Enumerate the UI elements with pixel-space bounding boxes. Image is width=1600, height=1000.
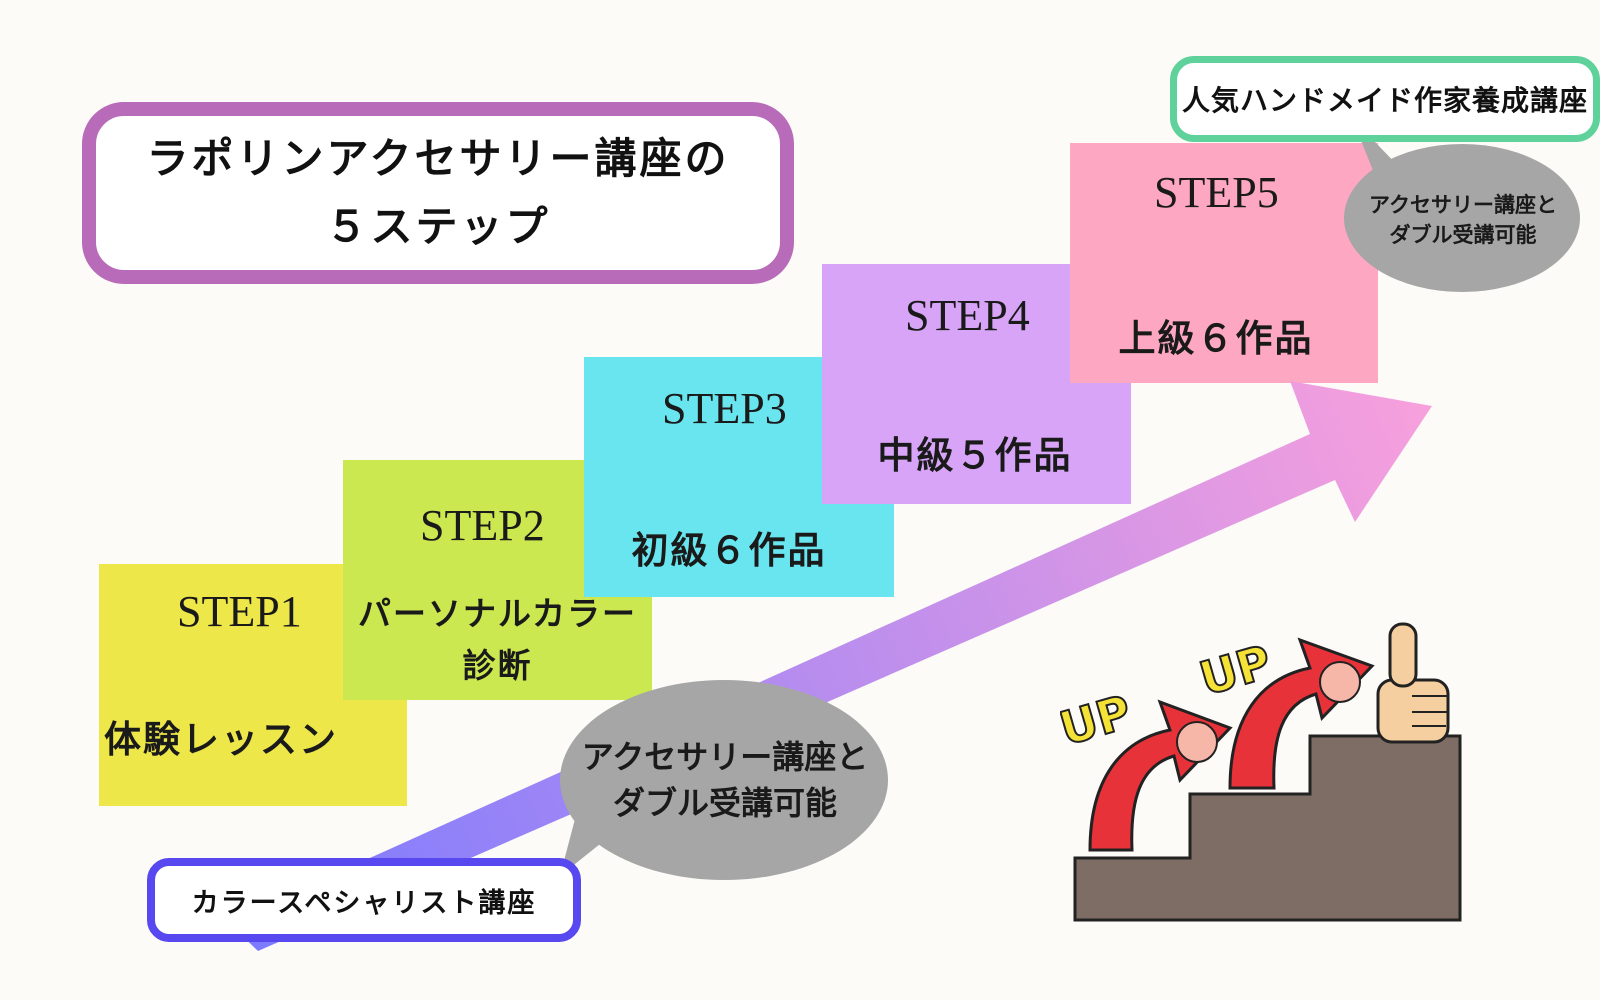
step-1-desc: 体験レッスン <box>104 717 338 761</box>
step-4-desc: 中級５作品 <box>877 433 1073 477</box>
title-line-1: ラポリンアクセサリー講座の <box>146 134 730 183</box>
page-title: ラポリンアクセサリー講座の ５ステップ <box>82 102 794 284</box>
bubble-top-line-1: アクセサリー講座と <box>1369 192 1557 217</box>
title-line-2: ５ステップ <box>325 202 551 251</box>
step-4-label: STEP4 <box>905 291 1030 340</box>
speech-bubble-bottom: アクセサリー講座と ダブル受講可能 <box>565 720 885 840</box>
step-5-desc: 上級６作品 <box>1118 316 1314 360</box>
bubble-bottom-line-2: ダブル受講可能 <box>612 784 837 822</box>
step-5-label: STEP5 <box>1154 168 1279 217</box>
step-1-label: STEP1 <box>177 587 302 636</box>
course-box-top: 人気ハンドメイド作家養成講座 <box>1170 56 1600 142</box>
up-arrow-icon <box>1228 637 1375 790</box>
up-label-2: UP <box>1194 635 1277 706</box>
step-2-desc-line-2: 診断 <box>462 646 533 685</box>
step-2-desc-line-1: パーソナルカラー <box>357 594 637 633</box>
speech-bubble-top: アクセサリー講座と ダブル受講可能 <box>1345 160 1581 280</box>
course-box-bottom: カラースペシャリスト講座 <box>147 858 581 942</box>
up-label-1: UP <box>1060 685 1137 756</box>
course-top-label: 人気ハンドメイド作家養成講座 <box>1181 84 1588 117</box>
step-2-desc: パーソナルカラー 診断 <box>343 588 652 692</box>
bubble-top-line-2: ダブル受講可能 <box>1389 222 1537 247</box>
up-arrow-icon <box>1088 699 1233 852</box>
thumbs-up-icon <box>1376 622 1450 744</box>
step-5-block: STEP5 上級６作品 <box>1070 143 1378 383</box>
course-bottom-label: カラースペシャリスト講座 <box>191 887 537 919</box>
staircase-illustration: UP UP <box>1060 622 1462 922</box>
bubble-bottom-line-1: アクセサリー講座と <box>581 738 869 776</box>
step-3-desc: 初級６作品 <box>631 528 827 572</box>
step-2-label: STEP2 <box>420 501 545 550</box>
step-3-label: STEP3 <box>662 384 787 433</box>
speech-bubble-bottom-tail <box>560 680 888 880</box>
staircase-icon <box>1073 734 1462 922</box>
